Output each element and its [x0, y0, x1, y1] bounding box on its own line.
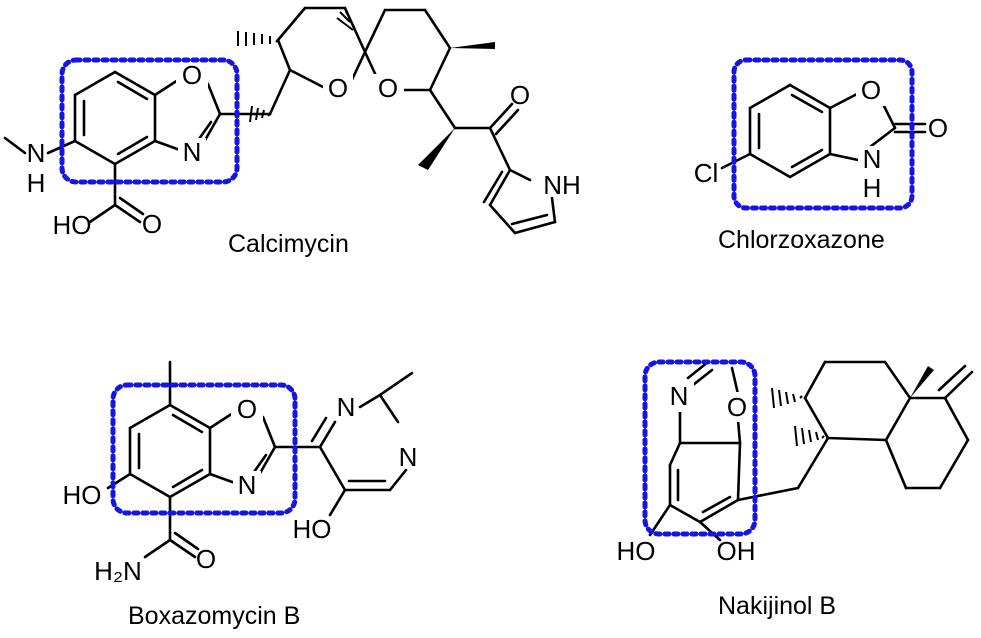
- boxazomycin-b-oxazole-oxygen-label: O: [237, 394, 257, 424]
- nakijinol-b-oxazole-oxygen-label: O: [727, 392, 747, 422]
- nakijinol-b-name-label: Nakijinol B: [718, 592, 836, 620]
- boxazomycin-b-amide-nh2-label: H₂N: [94, 556, 142, 586]
- calcimycin-pyrrole-nh-label: NH: [543, 170, 581, 200]
- calcimycin-hydroxyl-label: HO: [53, 210, 92, 240]
- calcimycin-hashed-bond-1: [249, 105, 271, 123]
- calcimycin-ring-oxygen-2-label: O: [378, 73, 398, 103]
- boxazomycin-b-amide-oxygen-label: O: [196, 544, 216, 574]
- calcimycin-amine-h-label: H: [27, 168, 46, 198]
- calcimycin-pyrrole-ring: [482, 168, 557, 235]
- calcimycin-nitrogen-label: N: [183, 137, 202, 167]
- nakijinol-b-hashed-bond-2: [794, 425, 825, 447]
- calcimycin-ring-oxygen-1-label: O: [328, 73, 348, 103]
- nakijinol-b-hydroxyl-2-label: OH: [717, 536, 756, 566]
- calcimycin-oxazole-ring: [153, 78, 222, 152]
- calcimycin-benzene-ring: [73, 70, 157, 166]
- calcimycin-amine-n-label: N: [27, 138, 46, 168]
- nakijinol-b-benzoxazole-highlight-box: [642, 359, 758, 537]
- calcimycin-structure: O N N H HO O O O O NH Calcimycin: [3, 6, 581, 258]
- boxazomycin-b-hydroxyl-label: HO: [63, 480, 102, 510]
- nakijinol-b-structure: N O HO OH Nakijinol B: [617, 359, 974, 620]
- calcimycin-hashed-bond-3: [336, 7, 354, 31]
- boxazomycin-b-structure: O N HO H₂N O N N HO Boxazomycin B: [63, 360, 418, 630]
- chlorzoxazone-ring-oxygen-label: O: [861, 75, 881, 105]
- nakijinol-b-hashed-bond-1: [771, 387, 803, 409]
- boxazomycin-b-pyrimidine-hydroxyl-label: HO: [293, 514, 332, 544]
- calcimycin-name-label: Calcimycin: [228, 230, 349, 258]
- nakijinol-b-oxazole-nitrogen-label: N: [670, 381, 689, 411]
- calcimycin-benzoxazole-highlight-box: [59, 57, 240, 185]
- calcimycin-keto-oxygen-label: O: [510, 80, 530, 110]
- calcimycin-acid-oxygen-label: O: [142, 209, 162, 239]
- calcimycin-oxygen-label: O: [182, 60, 202, 90]
- boxazomycin-b-oxazole-nitrogen-label: N: [238, 470, 257, 500]
- chlorzoxazone-nh-hydrogen-label: H: [863, 173, 882, 203]
- calcimycin-hashed-bond-2: [237, 31, 279, 46]
- chlorzoxazone-benzoxazolone-highlight-box: [731, 57, 915, 211]
- chlorzoxazone-carbonyl-oxygen-label: O: [928, 113, 948, 143]
- boxazomycin-b-name-label: Boxazomycin B: [128, 602, 300, 630]
- chlorzoxazone-name-label: Chlorzoxazone: [718, 226, 885, 254]
- boxazomycin-b-benzoxazole-highlight-box: [110, 382, 298, 516]
- chlorzoxazone-nitrogen-label: N: [863, 144, 882, 174]
- boxazomycin-b-pyrimidine-n2-label: N: [399, 442, 418, 472]
- nakijinol-b-hydroxyl-1-label: HO: [617, 536, 656, 566]
- chlorzoxazone-chlorine-label: Cl: [694, 158, 719, 188]
- chlorzoxazone-structure: O O N H Cl Chlorzoxazone: [694, 57, 948, 254]
- boxazomycin-b-pyrimidine-n1-label: N: [337, 392, 356, 422]
